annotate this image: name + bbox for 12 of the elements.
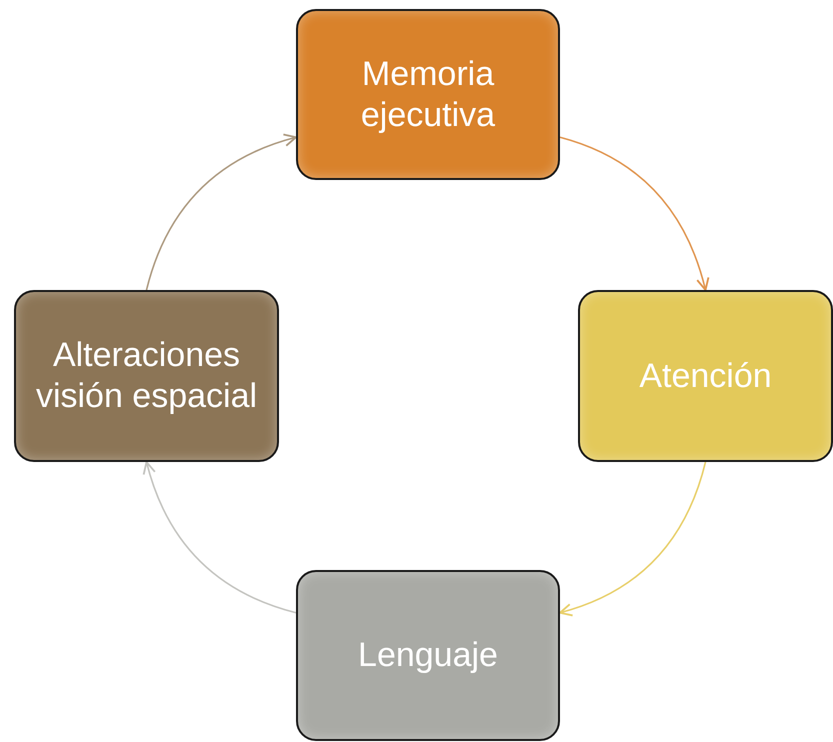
box-label: Atención — [639, 356, 772, 396]
process-box — [296, 9, 560, 180]
box-label: Alteraciones visión espacial — [34, 335, 258, 417]
curved-arrow — [143, 461, 296, 614]
curved-arrow — [559, 462, 706, 616]
box-label: Lenguaje — [358, 635, 498, 676]
box-label: Memoria ejecutiva — [360, 54, 496, 136]
process-box — [14, 290, 279, 462]
curved-arrow — [560, 136, 709, 291]
process-box — [296, 570, 560, 741]
process-box — [578, 290, 833, 462]
curved-arrow — [146, 134, 297, 290]
